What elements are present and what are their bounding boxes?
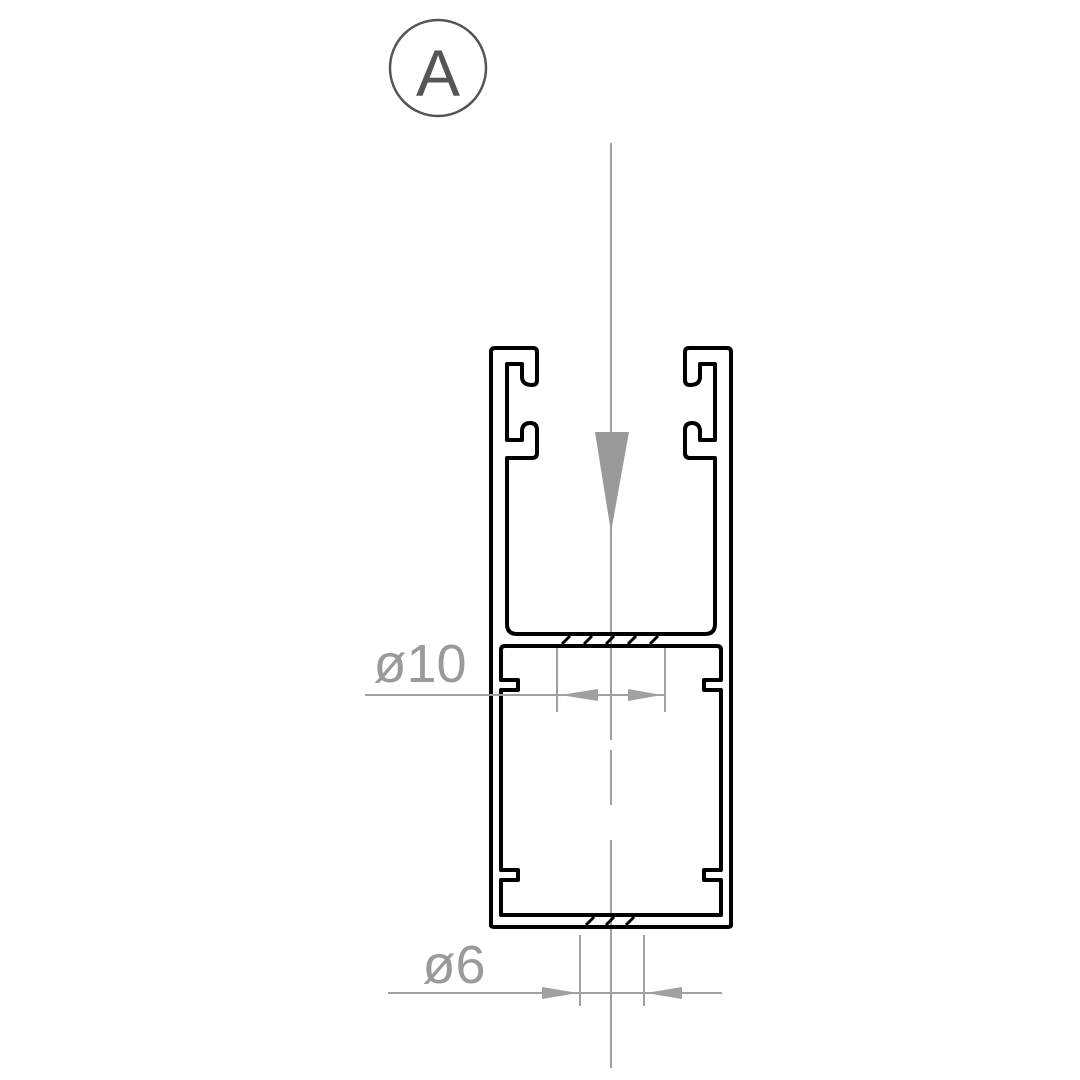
- dimension-d6: ø6: [388, 935, 722, 1006]
- hatch-upper: [560, 634, 660, 646]
- profile-right-half: [609, 346, 733, 929]
- load-arrow: [595, 432, 629, 532]
- dimension-d6-label: ø6: [422, 935, 485, 995]
- dimension-d10: ø10: [365, 634, 666, 712]
- detail-marker-label: A: [416, 36, 460, 110]
- dimension-d10-label: ø10: [373, 634, 466, 694]
- hatch-lower: [584, 915, 636, 927]
- profile-left-half: [489, 346, 613, 929]
- aluminium-profile: [489, 346, 733, 929]
- detail-marker: A: [388, 18, 488, 118]
